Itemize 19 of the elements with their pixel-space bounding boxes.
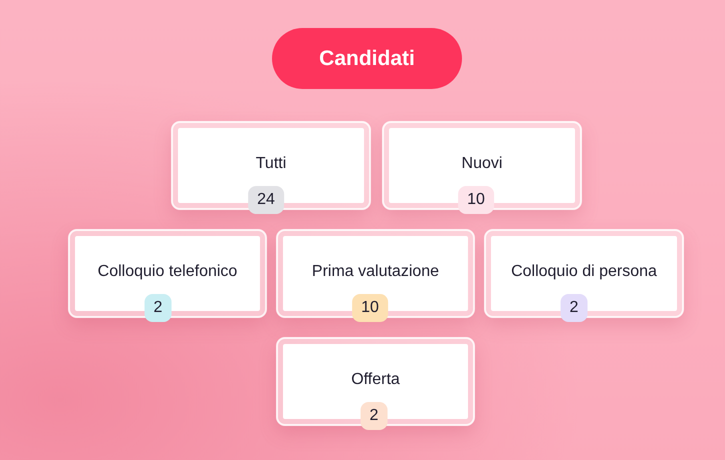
stage-card — [172, 122, 370, 209]
stage-card — [69, 230, 266, 317]
candidate-count: 2 — [560, 294, 588, 322]
header-pill: Candidati — [272, 28, 462, 89]
stage-card — [383, 122, 581, 209]
stage-card — [277, 230, 474, 317]
stage-name: Colloquio di persona — [511, 262, 657, 280]
stage-name: Nuovi — [462, 154, 502, 172]
candidate-count: 24 — [248, 186, 284, 214]
stage-card — [277, 338, 474, 425]
stage-card — [485, 230, 683, 317]
stage-name: Offerta — [351, 370, 400, 388]
candidate-count: 2 — [144, 294, 172, 322]
candidate-count: 10 — [458, 186, 494, 214]
stage-name: Colloquio telefonico — [98, 262, 238, 280]
stage-name: Tutti — [256, 154, 286, 172]
stage-name: Prima valutazione — [312, 262, 440, 280]
candidate-count: 10 — [352, 294, 388, 322]
candidate-count: 2 — [360, 402, 388, 430]
